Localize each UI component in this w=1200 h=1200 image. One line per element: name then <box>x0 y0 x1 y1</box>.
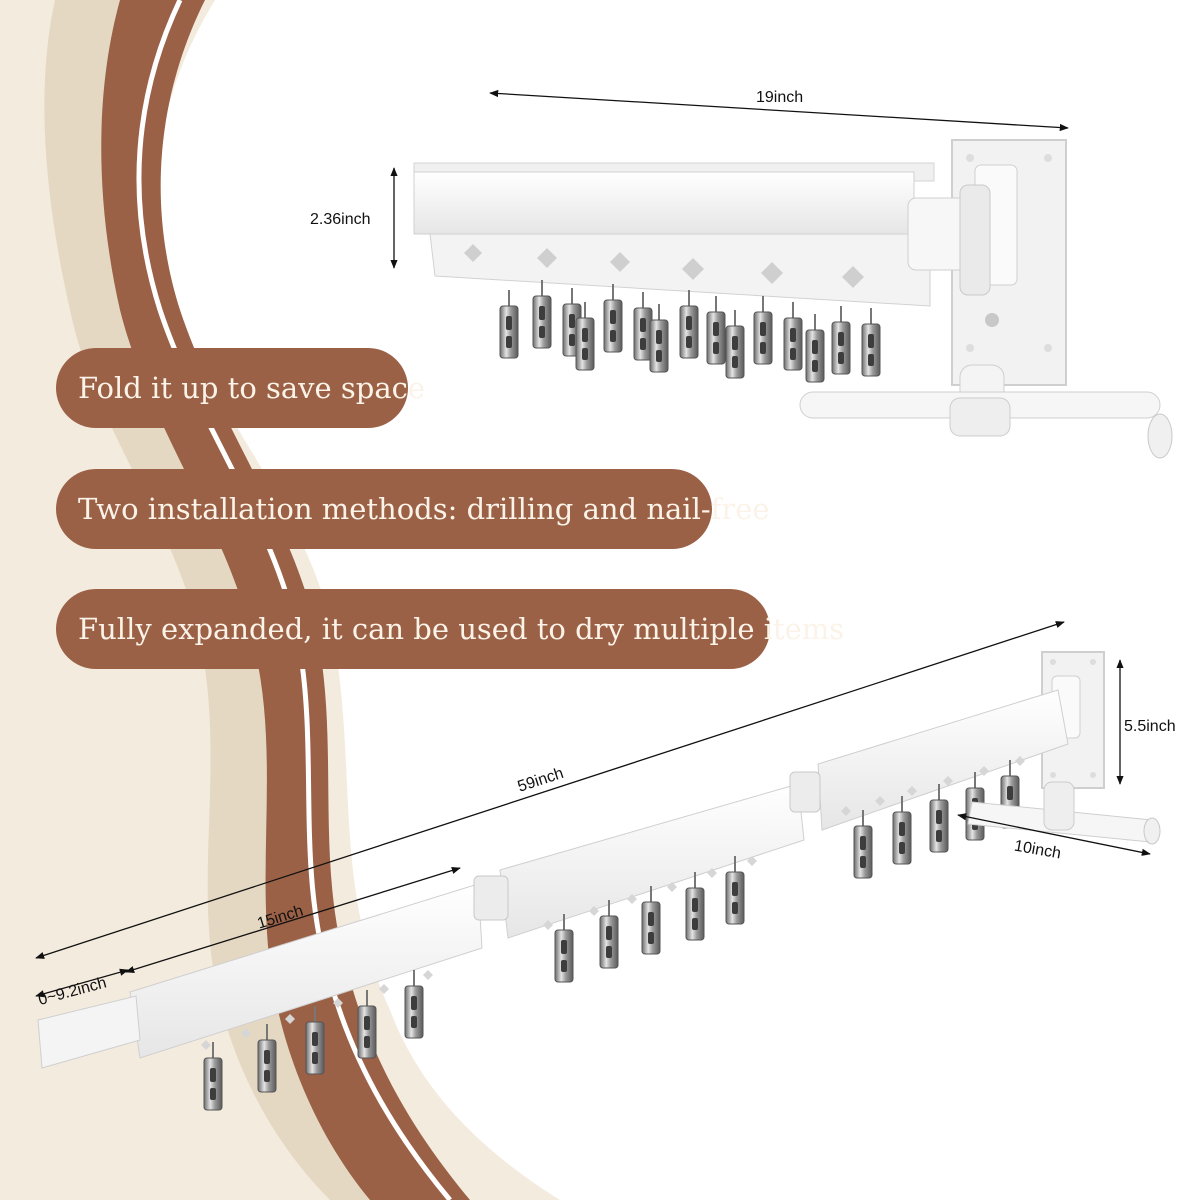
dim-extension-range: 0~9.2inch <box>36 974 108 1008</box>
extension-bar <box>37 995 141 1069</box>
feature-installation-text: Two installation methods: drilling and n… <box>78 492 770 526</box>
dim-section-length: 15inch <box>255 902 305 932</box>
dim-mount-height: 5.5inch <box>1124 718 1176 735</box>
dim-folded-height: 2.36inch <box>310 211 371 228</box>
dim-folded-length: 19inch <box>756 89 803 106</box>
feature-installation: Two installation methods: drilling and n… <box>56 469 770 549</box>
folded-bar <box>413 171 915 235</box>
expanded-rack: 59inch 15inch 0~9.2inch 5.5inch 10inch <box>35 621 1176 1111</box>
dim-expanded-length: 59inch <box>516 765 566 796</box>
dim-bar-length: 10inch <box>1013 838 1062 863</box>
feature-fold-text: Fold it up to save space <box>78 371 426 405</box>
feature-fold: Fold it up to save space <box>56 348 425 428</box>
folded-rack: 19inch 2.36inch <box>310 89 1173 459</box>
